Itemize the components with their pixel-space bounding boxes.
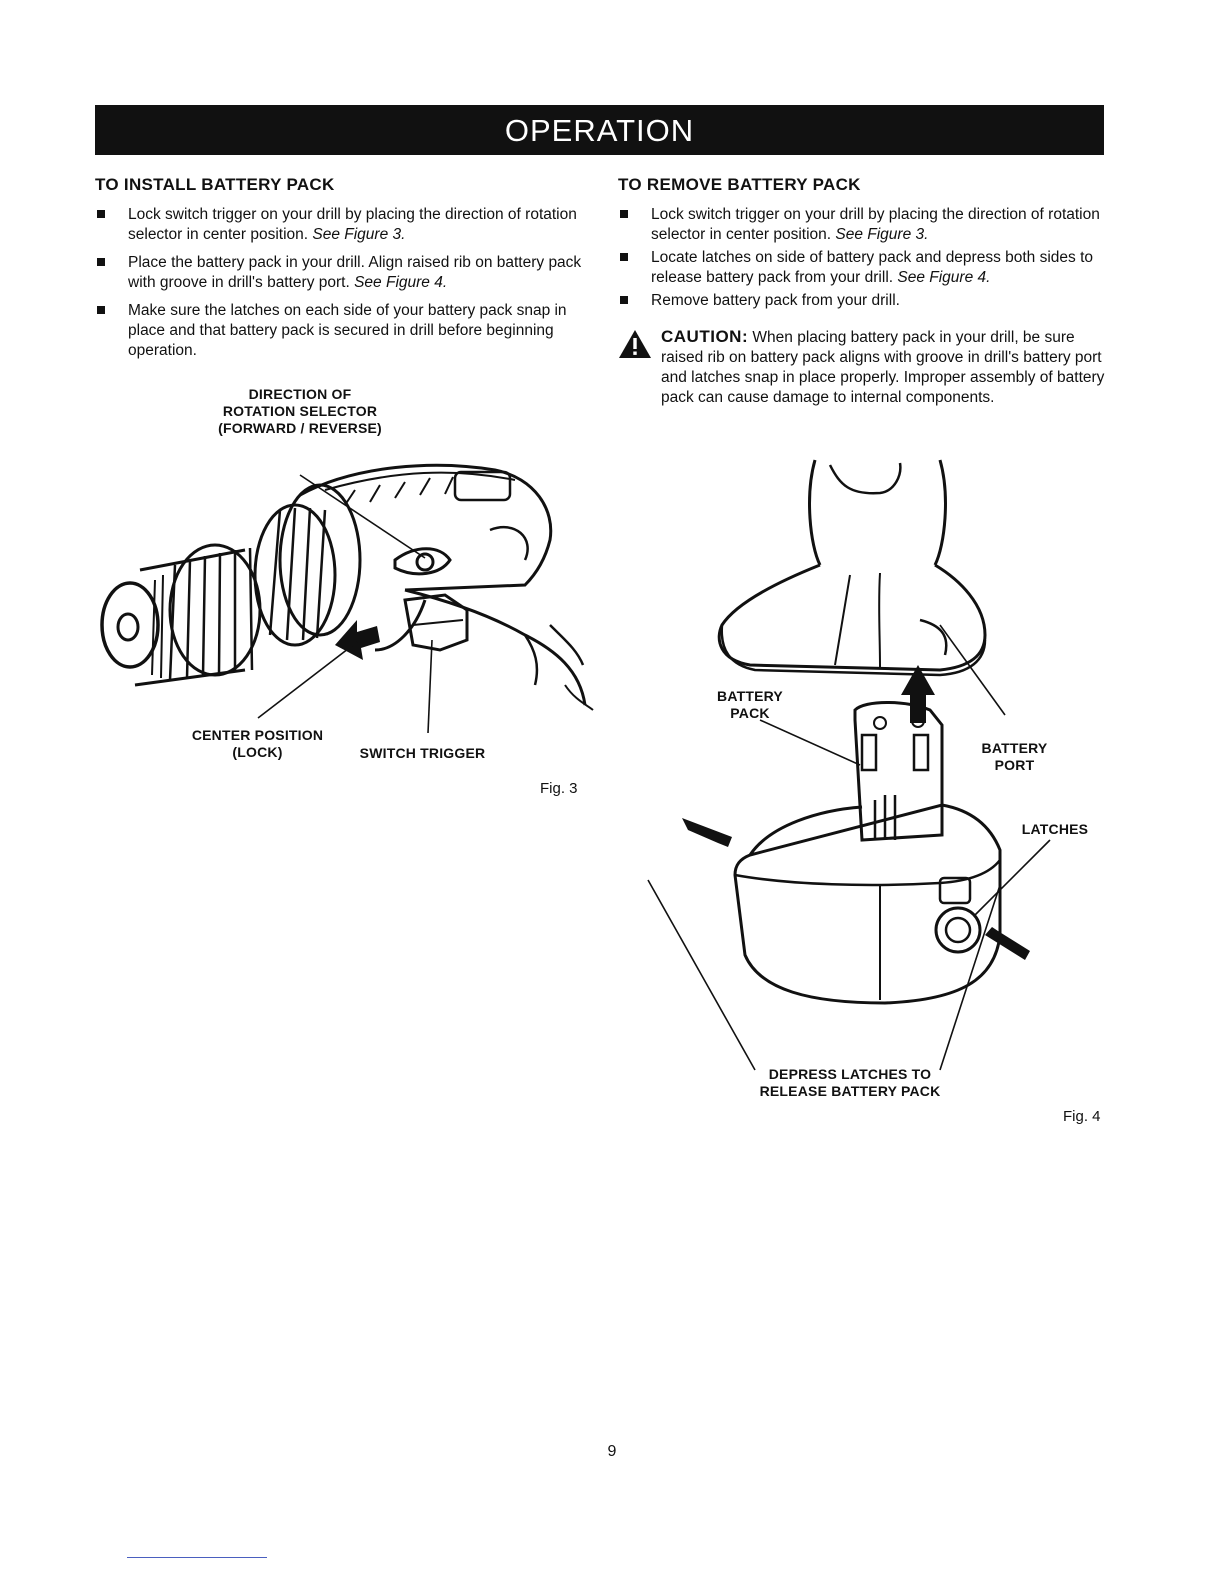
battery-pack-label: BATTERY PACK — [717, 688, 783, 721]
caution-text: When placing battery pack in your drill,… — [661, 329, 1105, 406]
fig4-caption: Fig. 4 — [1063, 1108, 1101, 1125]
install-title: TO INSTALL BATTERY PACK — [95, 175, 335, 194]
remove-section: TO REMOVE BATTERY PACK Lock switch trigg… — [618, 175, 1118, 408]
remove-title: TO REMOVE BATTERY PACK — [618, 175, 861, 194]
depress-latches-label: DEPRESS LATCHES TO RELEASE BATTERY PACK — [759, 1066, 941, 1099]
list-item: Locate latches on side of battery pack a… — [618, 248, 1118, 288]
latches-label: LATCHES — [1021, 821, 1089, 837]
switch-trigger-label: SWITCH TRIGGER — [359, 745, 486, 761]
list-item: Lock switch trigger on your drill by pla… — [95, 205, 595, 245]
drill-illustration — [100, 463, 594, 734]
install-list: Lock switch trigger on your drill by pla… — [95, 205, 595, 361]
caution-note: CAUTION: When placing battery pack in yo… — [618, 327, 1118, 408]
bullet-icon — [620, 296, 628, 304]
fig3-caption: Fig. 3 — [540, 780, 578, 797]
remove-list: Lock switch trigger on your drill by pla… — [618, 205, 1118, 311]
footer-rule — [127, 1557, 267, 1558]
bullet-icon — [620, 253, 628, 261]
caution-label: CAUTION: — [661, 327, 749, 346]
battery-pack-illustration — [647, 459, 1051, 1071]
list-item: Make sure the latches on each side of yo… — [95, 301, 595, 361]
warning-icon — [619, 330, 651, 358]
bullet-icon — [97, 258, 105, 266]
list-item: Lock switch trigger on your drill by pla… — [618, 205, 1118, 245]
section-banner: OPERATION — [95, 105, 1104, 155]
list-item: Remove battery pack from your drill. — [618, 291, 1118, 311]
battery-port-label: BATTERY PORT — [981, 740, 1048, 773]
direction-selector-label: DIRECTION OF ROTATION SELECTOR (FORWARD … — [218, 386, 382, 436]
bullet-icon — [97, 306, 105, 314]
list-item: Place the battery pack in your drill. Al… — [95, 253, 595, 293]
install-section: TO INSTALL BATTERY PACK Lock switch trig… — [95, 175, 595, 369]
center-position-label: CENTER POSITION (LOCK) — [191, 727, 324, 760]
bullet-icon — [620, 210, 628, 218]
page-number: 9 — [607, 1443, 617, 1460]
bullet-icon — [97, 210, 105, 218]
